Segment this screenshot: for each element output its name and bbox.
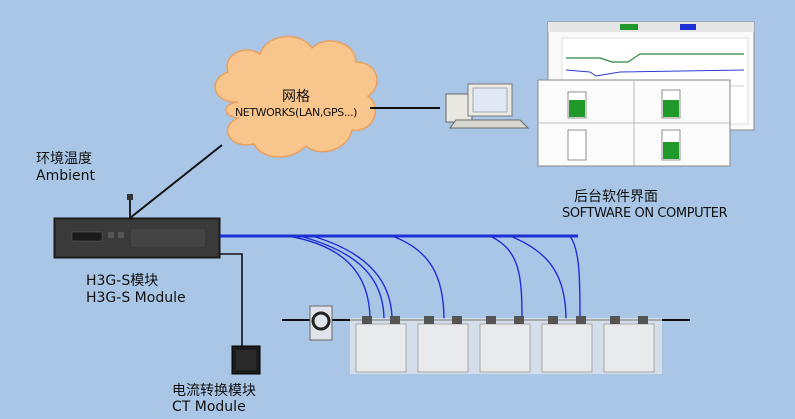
computer-icon (445, 83, 530, 129)
software-label-en: SOFTWARE ON COMPUTER (562, 206, 728, 221)
cloud-icon (214, 35, 378, 158)
battery-cell-icon (417, 316, 469, 373)
battery-cell-icon (541, 316, 593, 373)
ct-label-zh: 电流转换模块 (172, 383, 256, 399)
antenna-tip (127, 194, 133, 200)
battery-cell-icon (479, 316, 531, 373)
sensor-wires (287, 235, 581, 321)
cloud-title: 网格 (282, 89, 310, 105)
ct-module-box (231, 345, 261, 375)
battery-cell-icon (355, 316, 407, 373)
battery-cell-icon (603, 316, 655, 373)
module-label-en: H3G-S Module (86, 290, 186, 306)
module-label-zh: H3G-S模块 (86, 273, 159, 289)
module-uplink-line (129, 144, 223, 219)
software-screenshot-front (537, 79, 731, 167)
software-label-zh: 后台软件界面 (574, 189, 658, 205)
ambient-label-zh: 环境温度 (36, 151, 92, 167)
ct-label-en: CT Module (172, 399, 246, 415)
ambient-label-en: Ambient (36, 168, 95, 184)
cloud-subtitle: NETWORKS(LAN,GPS...) (234, 106, 358, 119)
rack-unit-icon (53, 217, 221, 259)
ct-link-line (220, 253, 243, 352)
ct-clamp-icon (309, 305, 333, 341)
battery-bank (350, 316, 662, 374)
